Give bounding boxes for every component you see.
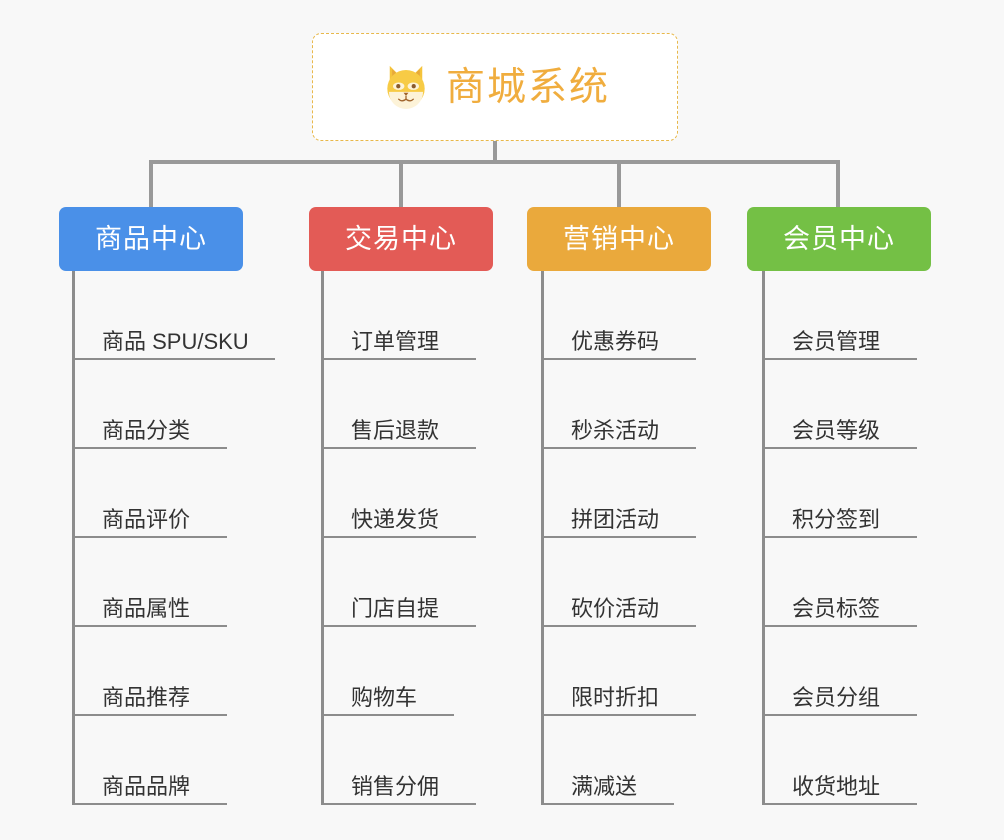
leaf-label: 商品推荐 bbox=[102, 684, 191, 710]
leaf-label: 商品分类 bbox=[102, 417, 191, 443]
leaf-label: 限时折扣 bbox=[571, 684, 660, 710]
leaf-column-product-center: 商品 SPU/SKU 商品分类 商品评价 商品属性 商品推荐 商品品牌 bbox=[72, 271, 275, 805]
leaf-label: 会员等级 bbox=[792, 417, 881, 443]
connector-bus bbox=[149, 160, 840, 164]
leaf-label: 订单管理 bbox=[351, 328, 440, 354]
connector-drop-1 bbox=[149, 163, 153, 208]
leaf-item[interactable]: 会员标签 bbox=[762, 538, 917, 627]
shiba-dog-emoji bbox=[387, 65, 425, 109]
leaf-item[interactable]: 订单管理 bbox=[321, 271, 476, 360]
leaf-item[interactable]: 限时折扣 bbox=[541, 627, 696, 716]
category-box-product-center[interactable]: 商品中心 bbox=[59, 207, 243, 271]
leaf-label: 拼团活动 bbox=[571, 506, 660, 532]
leaf-label: 积分签到 bbox=[792, 506, 881, 532]
leaf-item[interactable]: 满减送 bbox=[541, 716, 674, 805]
leaf-column-marketing-center: 优惠券码 秒杀活动 拼团活动 砍价活动 限时折扣 满减送 bbox=[541, 271, 696, 805]
leaf-label: 商品 SPU/SKU bbox=[102, 328, 249, 354]
category-box-trade-center[interactable]: 交易中心 bbox=[309, 207, 493, 271]
leaf-column-member-center: 会员管理 会员等级 积分签到 会员标签 会员分组 收货地址 bbox=[762, 271, 917, 805]
root-node[interactable]: 商城系统 bbox=[312, 33, 678, 141]
leaf-item[interactable]: 商品 SPU/SKU bbox=[72, 271, 275, 360]
leaf-item[interactable]: 商品品牌 bbox=[72, 716, 227, 805]
connector-drop-4 bbox=[836, 163, 840, 208]
connector-stem bbox=[493, 141, 497, 163]
leaf-item[interactable]: 购物车 bbox=[321, 627, 454, 716]
leaf-label: 砍价活动 bbox=[571, 595, 660, 621]
category-box-member-center[interactable]: 会员中心 bbox=[747, 207, 931, 271]
leaf-item[interactable]: 积分签到 bbox=[762, 449, 917, 538]
category-label: 商品中心 bbox=[95, 223, 207, 254]
leaf-item[interactable]: 商品推荐 bbox=[72, 627, 227, 716]
leaf-item[interactable]: 快递发货 bbox=[321, 449, 476, 538]
category-box-marketing-center[interactable]: 营销中心 bbox=[527, 207, 711, 271]
leaf-label: 会员管理 bbox=[792, 328, 881, 354]
leaf-item[interactable]: 秒杀活动 bbox=[541, 360, 696, 449]
leaf-item[interactable]: 会员分组 bbox=[762, 627, 917, 716]
leaf-label: 优惠券码 bbox=[571, 328, 660, 354]
connector-drop-3 bbox=[617, 163, 621, 208]
leaf-label: 满减送 bbox=[571, 773, 638, 799]
leaf-label: 收货地址 bbox=[792, 773, 881, 799]
leaf-item[interactable]: 商品评价 bbox=[72, 449, 227, 538]
leaf-item[interactable]: 砍价活动 bbox=[541, 538, 696, 627]
leaf-label: 销售分佣 bbox=[351, 773, 440, 799]
category-label: 营销中心 bbox=[563, 223, 675, 254]
leaf-label: 商品属性 bbox=[102, 595, 191, 621]
leaf-item[interactable]: 优惠券码 bbox=[541, 271, 696, 360]
leaf-item[interactable]: 门店自提 bbox=[321, 538, 476, 627]
leaf-spine bbox=[321, 271, 324, 805]
leaf-label: 购物车 bbox=[351, 684, 418, 710]
leaf-item[interactable]: 销售分佣 bbox=[321, 716, 476, 805]
leaf-item[interactable]: 拼团活动 bbox=[541, 449, 696, 538]
connector-drop-2 bbox=[399, 163, 403, 208]
leaf-label: 门店自提 bbox=[351, 595, 440, 621]
category-label: 交易中心 bbox=[345, 223, 457, 254]
leaf-spine bbox=[72, 271, 75, 805]
leaf-item[interactable]: 会员管理 bbox=[762, 271, 917, 360]
leaf-label: 商品评价 bbox=[102, 506, 191, 532]
leaf-spine bbox=[541, 271, 544, 805]
leaf-label: 会员分组 bbox=[792, 684, 881, 710]
leaf-column-trade-center: 订单管理 售后退款 快递发货 门店自提 购物车 销售分佣 bbox=[321, 271, 476, 805]
leaf-item[interactable]: 售后退款 bbox=[321, 360, 476, 449]
leaf-label: 秒杀活动 bbox=[571, 417, 660, 443]
leaf-label: 会员标签 bbox=[792, 595, 881, 621]
leaf-item[interactable]: 收货地址 bbox=[762, 716, 917, 805]
leaf-label: 商品品牌 bbox=[102, 773, 191, 799]
leaf-label: 快递发货 bbox=[351, 506, 440, 532]
leaf-item[interactable]: 商品分类 bbox=[72, 360, 227, 449]
category-label: 会员中心 bbox=[783, 223, 895, 254]
root-title: 商城系统 bbox=[445, 65, 610, 109]
leaf-label: 售后退款 bbox=[351, 417, 440, 443]
leaf-spine bbox=[762, 271, 765, 805]
leaf-item[interactable]: 商品属性 bbox=[72, 538, 227, 627]
leaf-item[interactable]: 会员等级 bbox=[762, 360, 917, 449]
